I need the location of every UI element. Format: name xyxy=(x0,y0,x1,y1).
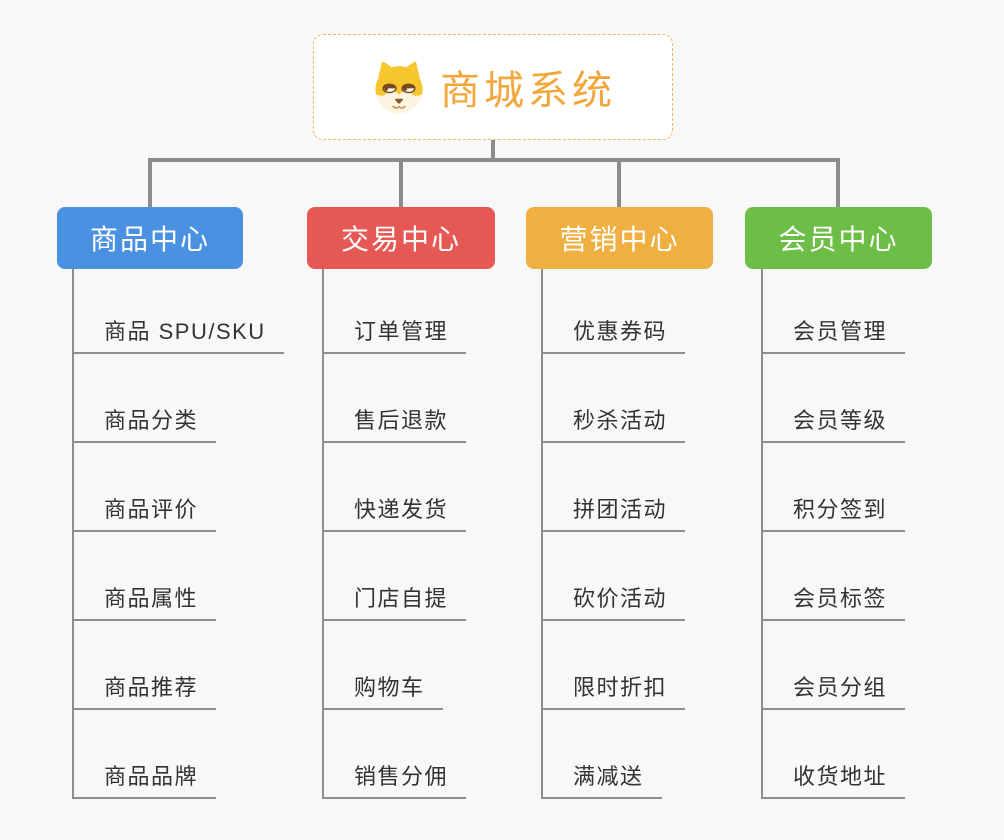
leaf-label: 购物车 xyxy=(354,675,425,700)
root-node-title: 商城系统 xyxy=(440,69,616,113)
leaf-label: 会员分组 xyxy=(793,675,888,700)
trunk-line-member-center xyxy=(761,269,763,799)
leaf-column-member-center: 会员管理 会员等级 积分签到 会员标签 会员分组 收货地址 xyxy=(761,269,906,799)
root-node-mall-system[interactable]: 商城系统 xyxy=(313,34,673,140)
leaf-label: 砍价活动 xyxy=(573,586,668,611)
leaf-node[interactable]: 会员分组 xyxy=(761,621,906,710)
leaf-node[interactable]: 商品推荐 xyxy=(72,621,217,710)
leaf-node[interactable]: 积分签到 xyxy=(761,443,906,532)
connector-root-stem xyxy=(491,140,495,162)
branch-node-product-center[interactable]: 商品中心 xyxy=(57,207,243,269)
branch-label: 商品中心 xyxy=(89,224,210,255)
leaf-node[interactable]: 快递发货 xyxy=(322,443,467,532)
connector-branch-1 xyxy=(148,158,152,207)
leaf-label: 门店自提 xyxy=(354,586,449,611)
leaf-label: 秒杀活动 xyxy=(573,408,668,433)
leaf-node[interactable]: 商品品牌 xyxy=(72,710,217,799)
leaf-node[interactable]: 秒杀活动 xyxy=(541,354,686,443)
leaf-label: 商品 SPU/SKU xyxy=(104,319,266,344)
leaf-node[interactable]: 售后退款 xyxy=(322,354,467,443)
connector-branch-4 xyxy=(836,158,840,207)
leaf-node[interactable]: 商品属性 xyxy=(72,532,217,621)
leaf-node[interactable]: 会员标签 xyxy=(761,532,906,621)
leaf-label: 拼团活动 xyxy=(573,497,668,522)
leaf-label: 快递发货 xyxy=(354,497,449,522)
leaf-label: 满减送 xyxy=(573,764,644,789)
trunk-line-trade-center xyxy=(322,269,324,799)
leaf-label: 商品推荐 xyxy=(104,675,199,700)
leaf-label: 商品属性 xyxy=(104,586,199,611)
leaf-node[interactable]: 商品分类 xyxy=(72,354,217,443)
connector-branch-2 xyxy=(399,158,403,207)
branch-label: 营销中心 xyxy=(559,224,680,255)
leaf-column-trade-center: 订单管理 售后退款 快递发货 门店自提 购物车 销售分佣 xyxy=(322,269,467,799)
leaf-label: 收货地址 xyxy=(793,764,888,789)
leaf-node[interactable]: 销售分佣 xyxy=(322,710,467,799)
leaf-node[interactable]: 门店自提 xyxy=(322,532,467,621)
branch-node-trade-center[interactable]: 交易中心 xyxy=(307,207,495,269)
leaf-node[interactable]: 订单管理 xyxy=(322,269,467,354)
branch-label: 交易中心 xyxy=(340,224,461,255)
branch-node-member-center[interactable]: 会员中心 xyxy=(745,207,932,269)
leaf-node[interactable]: 会员管理 xyxy=(761,269,906,354)
leaf-label: 会员等级 xyxy=(793,408,888,433)
leaf-label: 会员标签 xyxy=(793,586,888,611)
leaf-label: 商品评价 xyxy=(104,497,199,522)
leaf-label: 限时折扣 xyxy=(573,675,668,700)
trunk-line-marketing-center xyxy=(541,269,543,799)
leaf-node[interactable]: 满减送 xyxy=(541,710,662,799)
leaf-node[interactable]: 限时折扣 xyxy=(541,621,686,710)
trunk-line-product-center xyxy=(72,269,74,799)
leaf-label: 会员管理 xyxy=(793,319,888,344)
leaf-label: 订单管理 xyxy=(354,319,449,344)
branch-node-marketing-center[interactable]: 营销中心 xyxy=(526,207,713,269)
leaf-label: 商品分类 xyxy=(104,408,199,433)
leaf-node[interactable]: 拼团活动 xyxy=(541,443,686,532)
leaf-node[interactable]: 购物车 xyxy=(322,621,443,710)
leaf-label: 销售分佣 xyxy=(354,764,449,789)
leaf-label: 售后退款 xyxy=(354,408,449,433)
shiba-dog-icon xyxy=(375,61,423,114)
connector-horizontal-bar xyxy=(148,158,840,162)
leaf-node[interactable]: 优惠券码 xyxy=(541,269,686,354)
leaf-node[interactable]: 商品评价 xyxy=(72,443,217,532)
leaf-column-product-center: 商品 SPU/SKU 商品分类 商品评价 商品属性 商品推荐 商品品牌 xyxy=(72,269,284,799)
leaf-node[interactable]: 收货地址 xyxy=(761,710,906,799)
leaf-label: 商品品牌 xyxy=(104,764,199,789)
leaf-node[interactable]: 会员等级 xyxy=(761,354,906,443)
leaf-node[interactable]: 砍价活动 xyxy=(541,532,686,621)
leaf-node[interactable]: 商品 SPU/SKU xyxy=(72,269,284,354)
leaf-label: 优惠券码 xyxy=(573,319,668,344)
branch-label: 会员中心 xyxy=(778,224,899,255)
leaf-column-marketing-center: 优惠券码 秒杀活动 拼团活动 砍价活动 限时折扣 满减送 xyxy=(541,269,686,799)
leaf-label: 积分签到 xyxy=(793,497,888,522)
connector-branch-3 xyxy=(617,158,621,207)
